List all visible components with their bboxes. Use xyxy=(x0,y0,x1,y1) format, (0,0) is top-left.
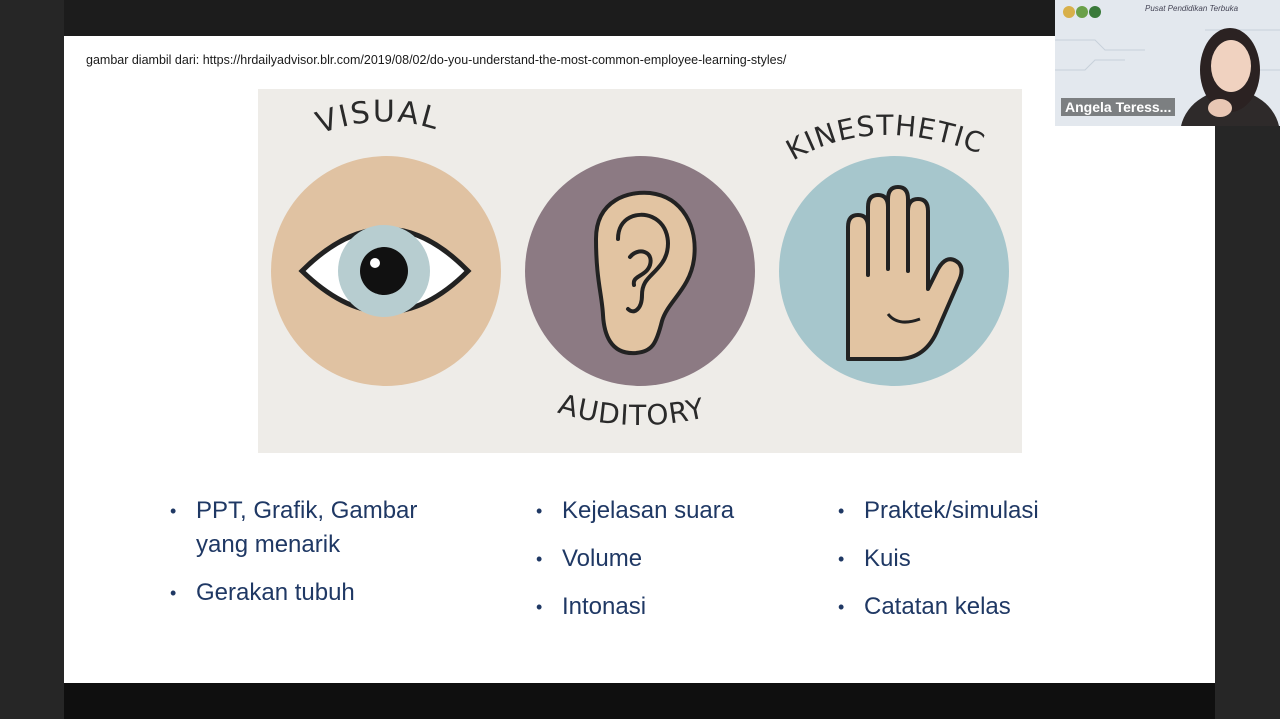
auditory-emblem xyxy=(525,156,755,386)
auditory-label-path: AUDITORY xyxy=(555,387,707,432)
bottom-letterbox xyxy=(64,683,1215,719)
auditory-list-item: • Volume xyxy=(534,542,784,576)
auditory-list-item-text: Volume xyxy=(562,545,643,572)
left-letterbox xyxy=(0,0,64,719)
learning-styles-graphic: VISUAL KINESTHETIC AUDITORY xyxy=(271,94,1009,432)
participant-video-tile[interactable]: Pusat Pendidikan Terbuka Angela Teress..… xyxy=(1055,0,1280,126)
bullet-icon: • xyxy=(838,549,845,569)
participant-name-label: Angela Teress... xyxy=(1061,98,1176,116)
kinesthetic-list: • Praktek/simulasi • Kuis • Catatan kelas xyxy=(836,494,1096,638)
kinesthetic-list-item: • Kuis xyxy=(836,542,1096,576)
participant-face xyxy=(1211,40,1251,92)
learning-styles-illustration: VISUAL KINESTHETIC AUDITORY xyxy=(258,89,1022,453)
bullet-icon: • xyxy=(536,549,543,569)
bullet-icon: • xyxy=(170,501,177,521)
auditory-list-item: • Intonasi xyxy=(534,590,784,624)
auditory-list: • Kejelasan suara • Volume • Intonasi xyxy=(534,494,784,638)
hand-palm-line xyxy=(886,313,921,324)
bullet-icon: • xyxy=(838,501,845,521)
visual-label-path: VISUAL xyxy=(312,94,443,141)
auditory-label: AUDITORY xyxy=(555,387,708,432)
ear-canal-curve xyxy=(628,249,653,287)
top-letterbox xyxy=(64,0,1215,36)
hand-icon xyxy=(846,185,964,361)
bullet-icon: • xyxy=(536,597,543,617)
participant-hand xyxy=(1208,99,1232,117)
kinesthetic-list-item: • Praktek/simulasi xyxy=(836,494,1096,528)
visual-list-item: • Gerakan tubuh xyxy=(168,576,448,610)
auditory-list-item-text: Intonasi xyxy=(562,593,647,620)
kinesthetic-emblem xyxy=(779,156,1009,386)
logo-badge-icon xyxy=(1089,6,1101,18)
kinesthetic-list-item-text: Catatan kelas xyxy=(864,593,1011,620)
auditory-list-item: • Kejelasan suara xyxy=(534,494,784,528)
logo-badge-icon xyxy=(1063,6,1075,18)
image-source-caption: gambar diambil dari: https://hrdailyadvi… xyxy=(86,53,787,67)
logo-badge-icon xyxy=(1076,6,1088,18)
shared-slide: gambar diambil dari: https://hrdailyadvi… xyxy=(64,36,1215,683)
kinesthetic-list-item-text: Praktek/simulasi xyxy=(864,497,1039,524)
kinesthetic-list-item-text: Kuis xyxy=(864,545,911,572)
visual-list: • PPT, Grafik, Gambar yang menarik • Geraka… xyxy=(168,494,448,624)
eye-highlight xyxy=(370,258,380,268)
kinesthetic-list-item: • Catatan kelas xyxy=(836,590,1096,624)
bullet-icon: • xyxy=(170,583,177,603)
bullet-icon: • xyxy=(838,597,845,617)
visual-emblem xyxy=(271,156,501,386)
bullet-icon: • xyxy=(536,501,543,521)
webcam-banner-title: Pusat Pendidikan Terbuka xyxy=(1145,4,1239,13)
eye-pupil xyxy=(360,247,408,295)
visual-list-item-text: PPT, Grafik, Gambar yang menarik xyxy=(196,497,418,558)
auditory-list-item-text: Kejelasan suara xyxy=(562,497,735,524)
ear-inner-curve xyxy=(616,212,670,314)
visual-list-item: • PPT, Grafik, Gambar yang menarik xyxy=(168,494,448,562)
visual-list-item-text: Gerakan tubuh xyxy=(196,579,355,606)
visual-label: VISUAL xyxy=(312,94,445,141)
